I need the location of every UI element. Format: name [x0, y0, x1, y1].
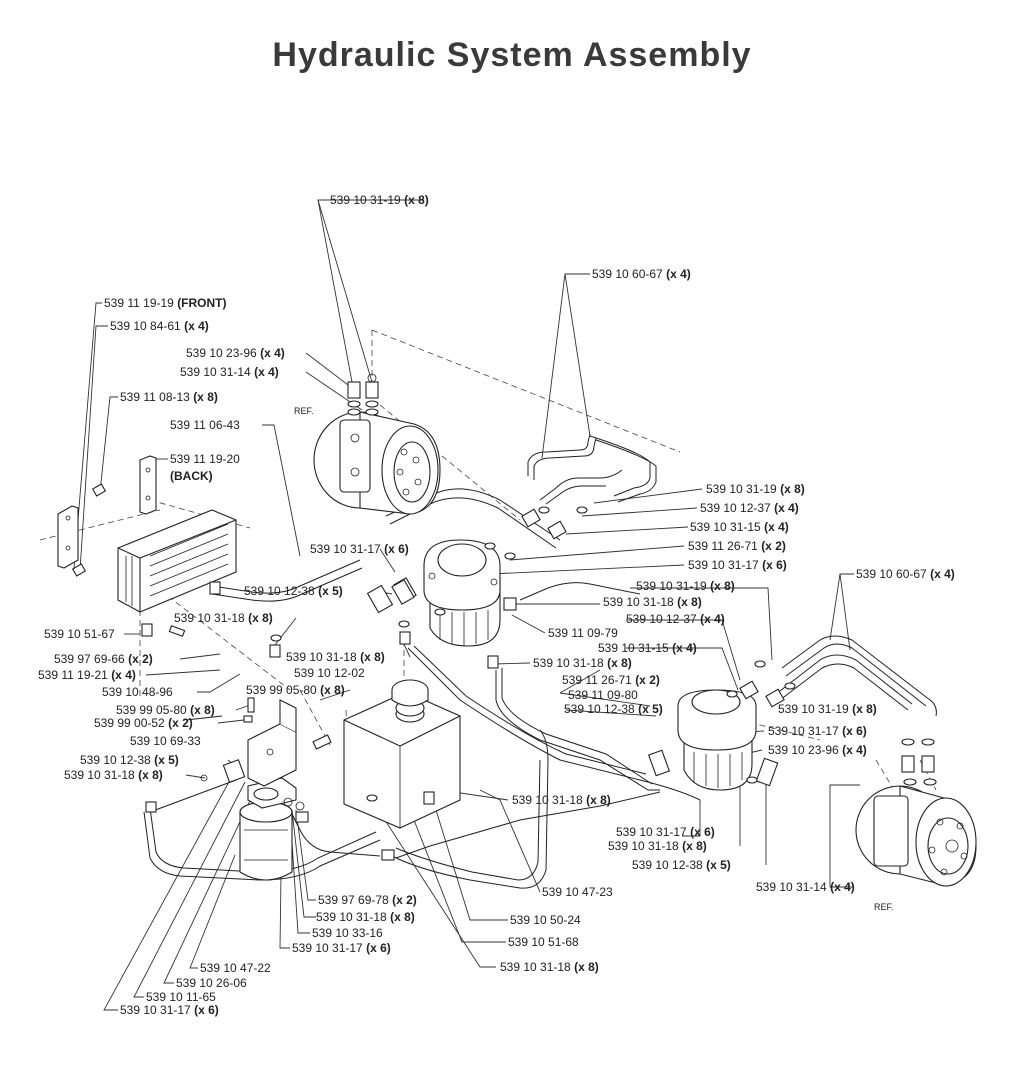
callout-label: 539 10 12-38 (x 5) — [564, 702, 663, 716]
callout-label: 539 10 31-19 (x 8) — [706, 482, 805, 496]
cooler-brackets — [57, 455, 157, 577]
callout-label: 539 10 33-16 — [312, 926, 383, 940]
callout-label: 539 11 26-71 (x 2) — [688, 539, 786, 553]
callout-label: 539 10 31-17 (x 6) — [120, 1003, 219, 1017]
callout-label: 539 11 19-19 (FRONT) — [104, 296, 227, 310]
hydraulic-motor-top — [313, 373, 441, 515]
callout-label: 539 10 31-15 (x 4) — [598, 641, 697, 655]
callout-label: 539 10 31-14 (x 4) — [756, 880, 855, 894]
callout-label: 539 10 12-37 (x 4) — [626, 612, 725, 626]
filter-mounting-bracket — [243, 697, 332, 787]
callout-label: 539 10 31-18 (x 8) — [64, 768, 163, 782]
callout-label: 539 10 31-19 (x 8) — [330, 193, 429, 207]
callout-label: 539 99 00-52 (x 2) — [94, 716, 193, 730]
hydraulic-pump-right — [647, 689, 779, 791]
callout-label: 539 10 12-38 (x 5) — [244, 584, 343, 598]
callout-label: 539 10 31-17 (x 6) — [292, 941, 391, 955]
callout-label: 539 10 31-18 (x 8) — [608, 839, 707, 853]
callout-label: 539 10 11-65 — [146, 990, 216, 1004]
oil-cooler — [117, 509, 237, 637]
callout-label: 539 10 31-18 (x 8) — [286, 650, 385, 664]
callout-label: 539 10 12-38 (x 5) — [80, 753, 179, 767]
callout-label: 539 10 47-23 — [542, 885, 613, 899]
hydraulic-motor-bottom — [855, 738, 977, 887]
callout-label: 539 10 31-17 (x 6) — [310, 542, 409, 556]
callout-label: 539 10 31-18 (x 8) — [533, 656, 632, 670]
hydraulic-pump-center — [393, 539, 517, 647]
callout-label: 539 10 69-33 — [130, 734, 201, 748]
hydraulic-reservoir — [343, 679, 461, 829]
callout-label: 539 99 05-80 (x 8) — [246, 683, 345, 697]
callout-label: 539 10 26-06 — [176, 976, 247, 990]
callout-label: 539 97 69-66 (x 2) — [54, 652, 153, 666]
callout-label: 539 10 31-18 (x 8) — [603, 595, 702, 609]
callout-label: 539 10 31-19 (x 8) — [778, 702, 877, 716]
callout-label: 539 10 23-96 (x 4) — [768, 743, 867, 757]
callout-label: 539 10 31-18 (x 8) — [174, 611, 273, 625]
callout-label: 539 10 31-17 (x 6) — [616, 825, 715, 839]
callout-label: 539 10 23-96 (x 4) — [186, 346, 285, 360]
callout-label: (BACK) — [170, 469, 213, 483]
callout-label: 539 10 51-67 — [44, 627, 115, 641]
callout-label: 539 10 12-38 (x 5) — [632, 858, 731, 872]
callout-label: 539 11 19-21 (x 4) — [38, 668, 136, 682]
callout-label: 539 10 48-96 — [102, 685, 173, 699]
callout-label: 539 10 31-18 (x 8) — [512, 793, 611, 807]
callout-label: 539 11 26-71 (x 2) — [562, 673, 660, 687]
callout-label: 539 99 05-80 (x 8) — [116, 703, 215, 717]
callout-label: 539 10 31-17 (x 6) — [768, 724, 867, 738]
callout-label: 539 10 60-67 (x 4) — [856, 567, 955, 581]
leader-lines — [73, 199, 860, 1011]
callout-label: 539 10 12-02 — [294, 666, 365, 680]
callout-label: 539 10 31-18 (x 8) — [316, 910, 415, 924]
callout-label: 539 10 84-61 (x 4) — [110, 319, 209, 333]
callout-label: 539 10 31-17 (x 6) — [688, 558, 787, 572]
callout-label: 539 11 09-80 — [568, 688, 638, 702]
callout-label: 539 10 31-15 (x 4) — [690, 520, 789, 534]
callout-label: 539 11 08-13 (x 8) — [120, 390, 218, 404]
callout-label: 539 10 31-14 (x 4) — [180, 365, 279, 379]
ref-label: REF. — [294, 406, 314, 416]
callout-label: 539 10 12-37 (x 4) — [700, 501, 799, 515]
callout-label: 539 97 69-78 (x 2) — [318, 893, 417, 907]
callout-label: 539 10 47-22 — [200, 961, 271, 975]
fittings — [145, 506, 796, 861]
callout-label: 539 11 09-79 — [548, 626, 618, 640]
page-title: Hydraulic System Assembly — [272, 36, 752, 74]
callout-label: 539 10 50-24 — [510, 913, 581, 927]
callout-label: 539 10 31-19 (x 8) — [636, 579, 735, 593]
callout-label: 539 10 31-18 (x 8) — [500, 960, 599, 974]
oil-filter — [222, 759, 305, 881]
callout-label: 539 11 19-20 — [170, 452, 240, 466]
callout-label: 539 10 60-67 (x 4) — [592, 267, 691, 281]
callout-labels: 539 10 31-19 (x 8) 539 10 60-67 (x 4) 53… — [38, 193, 955, 1017]
callout-label: 539 10 51-68 — [508, 935, 579, 949]
ref-label: REF. — [874, 902, 894, 912]
callout-label: 539 11 06-43 — [170, 418, 240, 432]
